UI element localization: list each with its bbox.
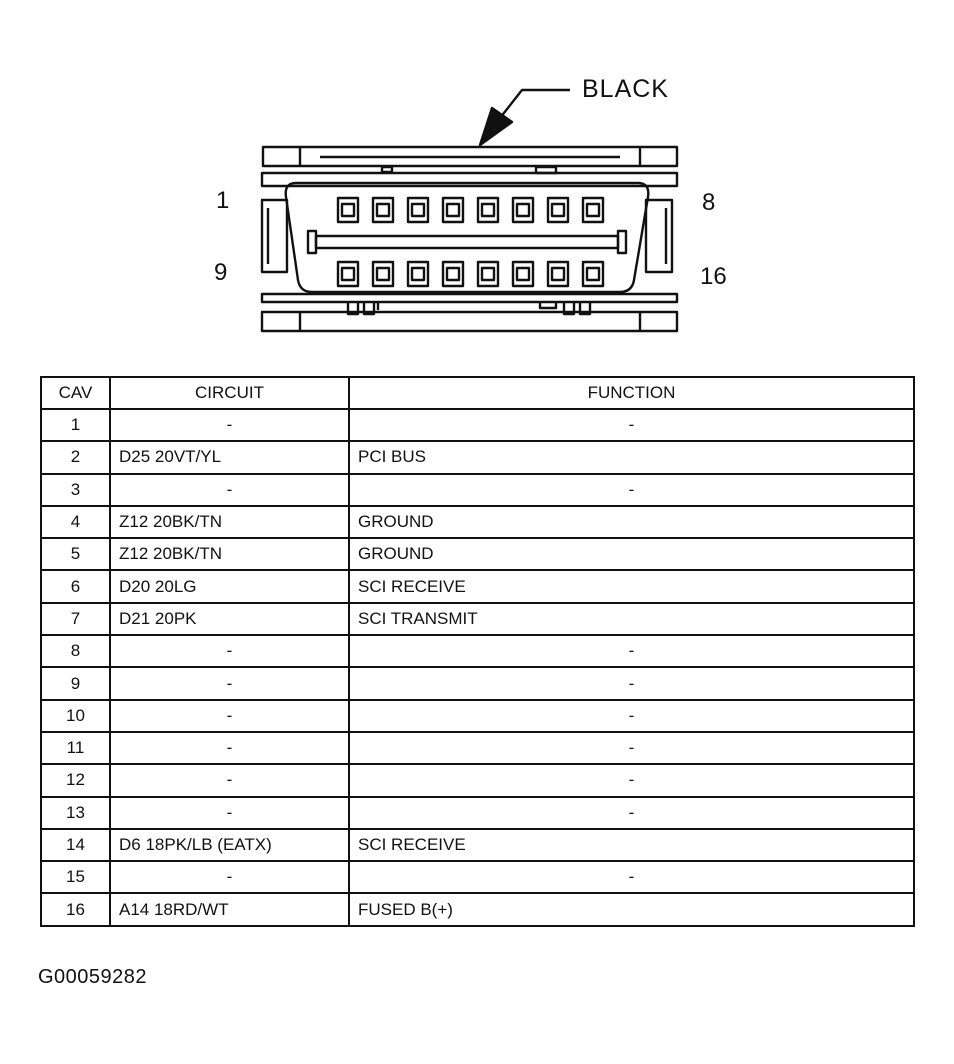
table-row: 11--: [40, 730, 915, 766]
housing-top-rail-inner: [298, 147, 642, 166]
table-row: 13--: [40, 795, 915, 830]
center-key-bar: [314, 234, 620, 250]
table-row: 12--: [40, 763, 915, 798]
cav-cell: 6: [40, 569, 111, 604]
pin-label-16: 16: [700, 263, 727, 290]
circuit-cell: -: [109, 666, 350, 701]
function-cell: GROUND: [348, 504, 915, 540]
function-cell: PCI BUS: [348, 440, 915, 475]
cav-cell: 1: [40, 407, 111, 443]
housing-top-rail: [261, 145, 679, 168]
cav-cell: 15: [40, 860, 111, 895]
housing-top-tab-small: [380, 165, 394, 174]
pin-row-top: [336, 196, 605, 224]
circuit-cell: -: [109, 795, 350, 830]
cav-cell: 16: [40, 892, 111, 927]
pin-label-9: 9: [214, 259, 227, 286]
table-row: 9--: [40, 666, 915, 701]
function-cell: -: [348, 634, 915, 669]
center-key-right-end: [616, 229, 628, 255]
function-cell: FUSED B(+): [348, 892, 915, 927]
cav-cell: 5: [40, 537, 111, 572]
connector-diagram: BLACK 1 8 9 16: [214, 75, 727, 333]
circuit-cell: D21 20PK: [109, 601, 350, 637]
table-row: 15--: [40, 860, 915, 895]
circuit-cell: D20 20LG: [109, 569, 350, 604]
callout-leader-line: [499, 88, 570, 119]
function-cell: -: [348, 666, 915, 701]
cav-cell: 10: [40, 698, 111, 733]
cav-cell: 8: [40, 634, 111, 669]
table-row: 3--: [40, 472, 915, 507]
circuit-cell: Z12 20BK/TN: [109, 504, 350, 540]
circuit-cell: -: [109, 407, 350, 443]
header-function: FUNCTION: [348, 376, 915, 410]
function-cell: -: [348, 698, 915, 733]
connector-color-label: BLACK: [582, 75, 669, 103]
callout-arrowhead-icon: [478, 106, 514, 147]
pin-label-1: 1: [216, 187, 229, 214]
cav-cell: 2: [40, 440, 111, 475]
pin-label-8: 8: [702, 189, 715, 216]
function-cell: -: [348, 472, 915, 507]
circuit-cell: -: [109, 472, 350, 507]
circuit-cell: -: [109, 730, 350, 766]
circuit-cell: Z12 20BK/TN: [109, 537, 350, 572]
table-row: 8--: [40, 634, 915, 669]
connector-face: [284, 181, 650, 294]
table-header-row: CAV CIRCUIT FUNCTION: [40, 376, 915, 410]
circuit-cell: A14 18RD/WT: [109, 892, 350, 927]
function-cell: SCI RECEIVE: [348, 569, 915, 604]
circuit-cell: -: [109, 634, 350, 669]
cav-cell: 11: [40, 730, 111, 766]
circuit-cell: -: [109, 698, 350, 733]
header-cav: CAV: [40, 376, 111, 410]
table-row: 10--: [40, 698, 915, 733]
circuit-cell: D6 18PK/LB (EATX): [109, 827, 350, 863]
function-cell: SCI TRANSMIT: [348, 601, 915, 637]
function-cell: -: [348, 860, 915, 895]
housing-top-tab: [534, 165, 558, 175]
function-cell: -: [348, 730, 915, 766]
housing-right-bracket: [644, 198, 674, 274]
circuit-cell: -: [109, 763, 350, 798]
cav-cell: 12: [40, 763, 111, 798]
cav-cell: 14: [40, 827, 111, 863]
function-cell: GROUND: [348, 537, 915, 572]
function-cell: SCI RECEIVE: [348, 827, 915, 863]
cav-cell: 13: [40, 795, 111, 830]
function-cell: -: [348, 795, 915, 830]
figure-id: G00059282: [38, 966, 148, 988]
circuit-cell: -: [109, 860, 350, 895]
center-key-left-end: [306, 229, 318, 255]
cav-cell: 4: [40, 504, 111, 540]
housing-bottom-flange: [260, 292, 679, 304]
pin-row-bottom: [336, 260, 605, 288]
housing-bottom-rail: [260, 310, 679, 333]
cav-cell: 9: [40, 666, 111, 701]
function-cell: -: [348, 763, 915, 798]
cav-cell: 7: [40, 601, 111, 637]
table-row: 1--: [40, 407, 915, 443]
housing-bottom-tabs: [346, 302, 592, 316]
function-cell: -: [348, 407, 915, 443]
cav-cell: 3: [40, 472, 111, 507]
header-circuit: CIRCUIT: [109, 376, 350, 410]
housing-left-bracket: [260, 198, 289, 274]
circuit-cell: D25 20VT/YL: [109, 440, 350, 475]
